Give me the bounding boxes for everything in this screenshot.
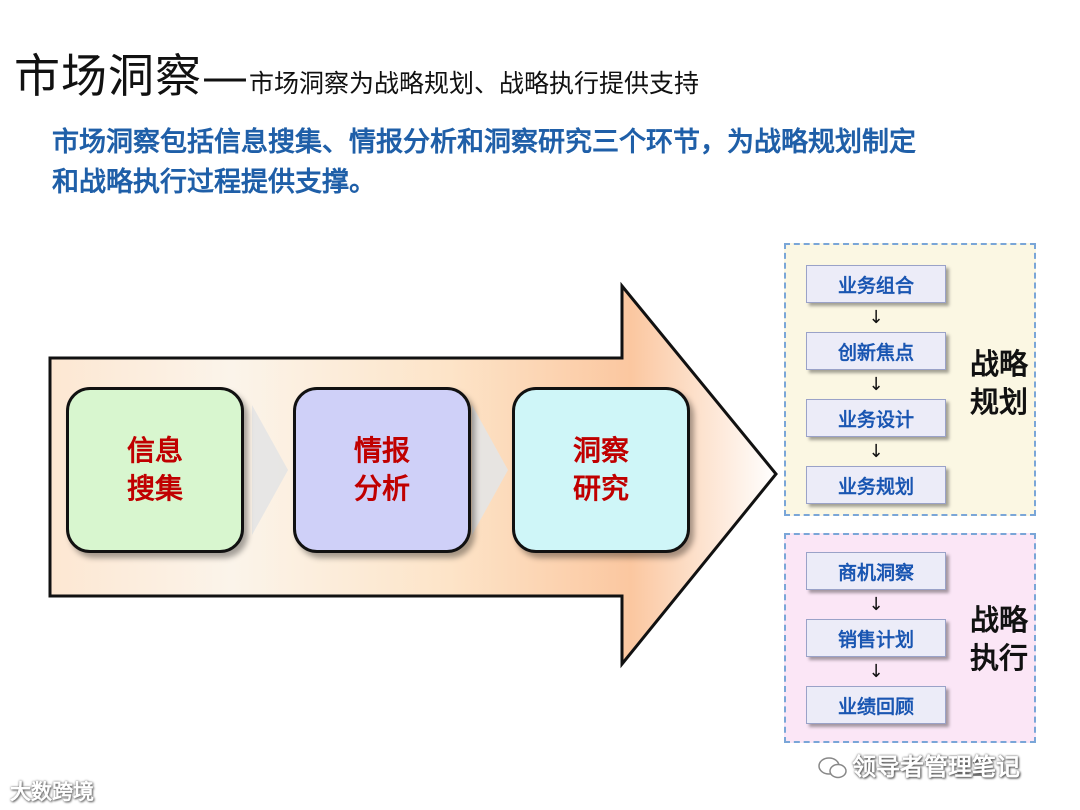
subtitle-line-2: 和战略执行过程提供支撑。: [52, 167, 376, 198]
big-arrow: [48, 281, 778, 669]
watermark-right-text: 领导者管理笔记: [852, 753, 1020, 781]
slide-title: 市场洞察—市场洞察为战略规划、战略执行提供支持: [14, 40, 699, 106]
arrow-down-icon: ↓: [868, 441, 884, 462]
panel-label-line-1: 战略: [969, 347, 1028, 381]
step-box: 创新焦点: [806, 332, 946, 370]
chevron-right-icon: [472, 405, 508, 535]
chevron-right-icon: [252, 405, 288, 535]
arrow-down-icon: ↓: [868, 661, 884, 682]
step-box: 业务设计: [806, 399, 946, 437]
wechat-icon: [818, 757, 847, 779]
step-box: 业务规划: [806, 466, 946, 504]
panel-label: 战略 规划: [966, 345, 1032, 421]
stage-label-line-1: 洞察: [572, 434, 629, 467]
page-number: 22: [956, 757, 987, 782]
step-box: 业务组合: [806, 265, 946, 303]
stage-intel-analysis: 情报 分析: [293, 387, 471, 553]
stage-label-line-1: 信息: [126, 434, 183, 467]
arrow-down-icon: ↓: [868, 594, 884, 615]
watermark-left-text: 大数跨境: [10, 780, 94, 804]
stage-label-line-2: 分析: [353, 472, 410, 505]
stage-label-line-2: 研究: [572, 472, 629, 505]
panel-label: 战略 执行: [966, 601, 1032, 677]
subtitle: 市场洞察包括信息搜集、情报分析和洞察研究三个环节，为战略规划制定 和战略执行过程…: [52, 123, 1042, 203]
step-box: 销售计划: [806, 619, 946, 657]
title-main: 市场洞察—: [14, 49, 249, 103]
step-box: 商机洞察: [806, 552, 946, 590]
panel-label-line-1: 战略: [969, 603, 1028, 637]
strategy-planning-panel: 业务组合 ↓ 创新焦点 ↓ 业务设计 ↓ 业务规划 战略 规划: [784, 243, 1036, 516]
watermark-right: 领导者管理笔记: [818, 747, 1020, 782]
panel-label-line-2: 执行: [969, 641, 1028, 675]
stage-insight-research: 洞察 研究: [512, 387, 690, 553]
subtitle-line-1: 市场洞察包括信息搜集、情报分析和洞察研究三个环节，为战略规划制定: [52, 127, 916, 158]
watermark-left: 大数跨境: [10, 776, 94, 806]
stage-info-collection: 信息 搜集: [66, 387, 244, 553]
panel-label-line-2: 规划: [969, 385, 1028, 419]
step-box: 业绩回顾: [806, 686, 946, 724]
arrow-down-icon: ↓: [868, 307, 884, 328]
title-sub: 市场洞察为战略规划、战略执行提供支持: [249, 69, 700, 98]
strategy-execution-panel: 商机洞察 ↓ 销售计划 ↓ 业绩回顾 战略 执行: [784, 533, 1036, 743]
stage-label-line-1: 情报: [353, 434, 410, 467]
stage-label-line-2: 搜集: [126, 472, 183, 505]
arrow-down-icon: ↓: [868, 374, 884, 395]
